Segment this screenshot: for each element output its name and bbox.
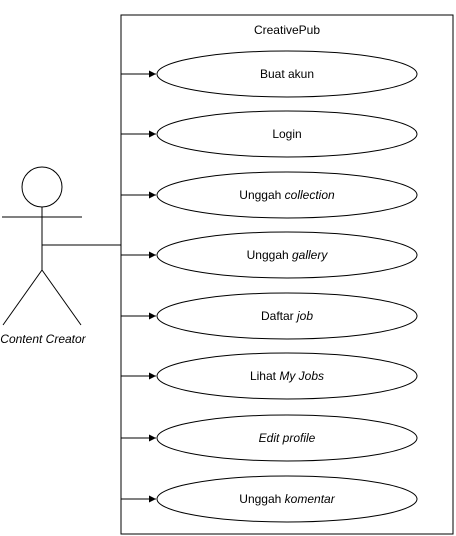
use-case-label-edit-profile: Edit profile — [259, 431, 316, 445]
use-case-label-part: Unggah — [239, 188, 284, 202]
use-case-login — [156, 110, 418, 158]
use-case-label-unggah-collection: Unggah collection — [239, 188, 335, 202]
use-case-label-part: Lihat — [250, 369, 279, 383]
use-case-unggah-gallery — [156, 231, 418, 279]
use-case-label-lihat-my-jobs: Lihat My Jobs — [250, 369, 324, 383]
system-name: CreativePub — [254, 23, 320, 37]
use-case-label-buat-akun: Buat akun — [260, 67, 314, 81]
use-case-label-daftar-job: Daftar job — [261, 309, 313, 323]
use-case-unggah-collection — [156, 171, 418, 219]
use-case-label-part: Edit profile — [259, 431, 316, 445]
actor-name: Content Creator — [0, 332, 86, 346]
use-case-edit-profile — [156, 414, 418, 462]
use-case-label-part: My Jobs — [279, 369, 324, 383]
use-case-label-part: Login — [272, 127, 301, 141]
use-case-label-part: komentar — [285, 492, 336, 506]
use-case-label-part: Unggah — [239, 492, 284, 506]
use-case-daftar-job — [156, 292, 418, 340]
actor-head — [21, 166, 63, 208]
use-case-lihat-my-jobs — [156, 352, 418, 400]
use-case-label-unggah-komentar: Unggah komentar — [239, 492, 335, 506]
use-case-label-part: Buat akun — [260, 67, 314, 81]
use-case-label-unggah-gallery: Unggah gallery — [247, 248, 329, 262]
use-case-buat-akun — [156, 50, 418, 98]
use-case-unggah-komentar — [156, 475, 418, 523]
actor-figure — [2, 166, 82, 326]
use-case-label-part: Unggah — [247, 248, 292, 262]
use-case-label-part: job — [295, 309, 313, 323]
use-case-label-part: gallery — [292, 248, 328, 262]
use-case-label-part: collection — [285, 188, 335, 202]
actor-left-leg — [2, 269, 43, 326]
actor-right-leg — [41, 269, 82, 326]
use-case-label-login: Login — [272, 127, 301, 141]
use-case-label-part: Daftar — [261, 309, 297, 323]
